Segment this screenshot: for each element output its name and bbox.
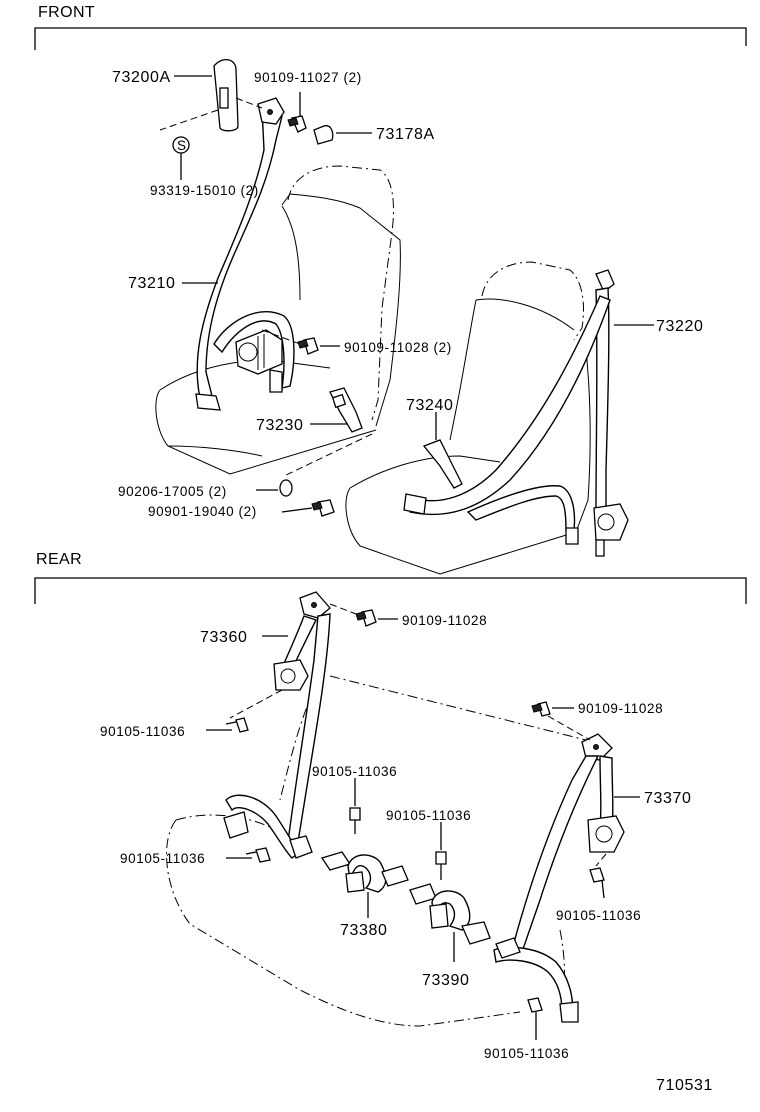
bolt-icon bbox=[435, 822, 447, 880]
label-73178A: 73178A bbox=[376, 126, 435, 143]
part-73390-buckle bbox=[409, 883, 491, 962]
bolt-icon bbox=[355, 609, 398, 627]
label-90105-11036-b: 90105-11036 bbox=[312, 764, 397, 779]
dashed-guide bbox=[159, 97, 263, 131]
label-93319-15010: 93319-15010 (2) bbox=[150, 183, 259, 198]
label-90109-11027: 90109-11027 (2) bbox=[254, 70, 362, 85]
bolt-icon bbox=[589, 867, 605, 899]
rear-section-bracket bbox=[34, 577, 747, 604]
label-90105-11036-a: 90105-11036 bbox=[100, 724, 185, 739]
label-73240: 73240 bbox=[406, 397, 454, 414]
part-73220-belt bbox=[403, 269, 654, 557]
label-90105-11036-e: 90105-11036 bbox=[556, 908, 641, 923]
bolt-icon bbox=[287, 115, 307, 133]
rear-seat-outline bbox=[166, 675, 587, 1027]
bolt-icon bbox=[531, 701, 574, 717]
buckle-icon bbox=[310, 387, 363, 433]
bolt-icon bbox=[297, 337, 340, 355]
figure-id: 710531 bbox=[656, 1077, 713, 1094]
bolt-icon bbox=[206, 717, 249, 733]
part-73370-belt bbox=[493, 733, 640, 1023]
bolt-icon bbox=[349, 778, 361, 834]
label-90105-11036-d: 90105-11036 bbox=[120, 851, 205, 866]
dashed-guide bbox=[595, 853, 607, 867]
front-section-title: FRONT bbox=[38, 4, 95, 21]
dashed-guide bbox=[261, 329, 301, 345]
label-73210: 73210 bbox=[128, 275, 176, 292]
bolt-icon bbox=[226, 847, 271, 863]
label-90105-11036-c: 90105-11036 bbox=[386, 808, 471, 823]
retractor-icon bbox=[235, 329, 283, 375]
bolt-icon bbox=[527, 997, 543, 1040]
dashed-guide bbox=[329, 603, 357, 615]
label-73230: 73230 bbox=[256, 417, 304, 434]
washer-icon bbox=[256, 479, 293, 497]
front-right-seat bbox=[345, 261, 591, 575]
dashed-guide bbox=[229, 689, 283, 719]
bolt-icon bbox=[281, 499, 335, 517]
buckle-icon bbox=[422, 412, 463, 489]
part-73360-belt bbox=[223, 591, 331, 859]
label-90105-11036-f: 90105-11036 bbox=[484, 1046, 569, 1061]
label-90901-19040: 90901-19040 (2) bbox=[148, 504, 257, 519]
washer-icon: S bbox=[172, 136, 190, 180]
label-90109-11028-a: 90109-11028 bbox=[402, 613, 487, 628]
label-73380: 73380 bbox=[340, 922, 388, 939]
front-section-bracket bbox=[34, 27, 747, 50]
part-73210-belt bbox=[195, 97, 295, 411]
label-90206-17005: 90206-17005 (2) bbox=[118, 484, 227, 499]
part-73380-buckle bbox=[320, 851, 409, 918]
part-73178A-cover bbox=[313, 125, 372, 145]
dashed-guide bbox=[547, 715, 591, 741]
label-73360: 73360 bbox=[200, 629, 248, 646]
rear-section-title: REAR bbox=[36, 551, 82, 568]
label-73220: 73220 bbox=[656, 318, 704, 335]
svg-text:S: S bbox=[177, 138, 187, 153]
label-90109-11028-2: 90109-11028 (2) bbox=[344, 340, 452, 355]
label-90109-11028-b: 90109-11028 bbox=[578, 701, 663, 716]
dashed-guide bbox=[283, 433, 373, 477]
label-73390: 73390 bbox=[422, 972, 470, 989]
part-73200A-cover bbox=[174, 59, 239, 132]
label-73200A: 73200A bbox=[112, 69, 171, 86]
label-73370: 73370 bbox=[644, 790, 692, 807]
